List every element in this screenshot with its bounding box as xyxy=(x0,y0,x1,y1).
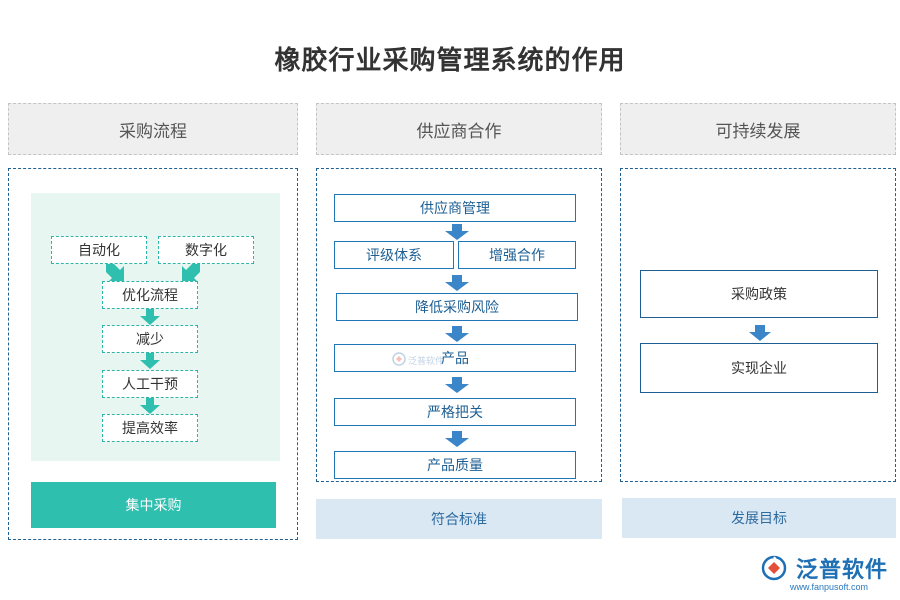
panel-supplier-cooperation xyxy=(316,168,602,482)
arrow-down-teal xyxy=(140,398,160,414)
box-procurement-policy: 采购政策 xyxy=(640,270,878,318)
panel-sustainable-development xyxy=(620,168,896,482)
panel-procurement-process xyxy=(8,168,298,540)
box-supplier-management: 供应商管理 xyxy=(334,194,576,222)
watermark-text: 泛普软件 xyxy=(408,357,445,367)
logo-icon xyxy=(761,555,787,581)
column-header-right: 可持续发展 xyxy=(620,103,896,155)
column-header-middle: 供应商合作 xyxy=(316,103,602,155)
arrow-down-blue xyxy=(445,275,469,291)
watermark-logo-icon xyxy=(392,352,406,366)
arrow-down-blue xyxy=(445,326,469,342)
arrow-automation-to-optimize xyxy=(106,264,124,282)
box-realize-enterprise: 实现企业 xyxy=(640,343,878,393)
arrow-down-blue xyxy=(445,377,469,393)
logo-url-text: www.fanpusoft.com xyxy=(790,582,869,592)
box-improve-efficiency: 提高效率 xyxy=(102,414,198,442)
box-product-quality: 产品质量 xyxy=(334,451,576,479)
box-product: 产品 xyxy=(334,344,576,372)
column-header-left: 采购流程 xyxy=(8,103,298,155)
box-reduce: 减少 xyxy=(102,325,198,353)
box-reduce-risk: 降低采购风险 xyxy=(336,293,578,321)
arrow-down-teal xyxy=(140,353,160,369)
footer-meet-standards: 符合标准 xyxy=(316,499,602,539)
arrow-down-blue xyxy=(445,224,469,240)
box-optimize-process: 优化流程 xyxy=(102,281,198,309)
box-enhance-cooperation: 增强合作 xyxy=(458,241,576,269)
box-strict-control: 严格把关 xyxy=(334,398,576,426)
arrow-down-teal xyxy=(140,309,160,325)
box-automation: 自动化 xyxy=(51,236,147,264)
arrow-digitization-to-optimize xyxy=(182,264,200,282)
footer-centralized-procurement: 集中采购 xyxy=(31,482,276,528)
arrow-down-blue xyxy=(445,431,469,447)
watermark: 泛普软件 xyxy=(392,351,452,367)
box-digitization: 数字化 xyxy=(158,236,254,264)
arrow-down-blue xyxy=(749,325,771,341)
box-rating-system: 评级体系 xyxy=(334,241,454,269)
logo-brand-text: 泛普软件 xyxy=(796,558,889,583)
box-manual-intervention: 人工干预 xyxy=(102,370,198,398)
footer-development-goals: 发展目标 xyxy=(622,498,896,538)
diagram-title: 橡胶行业采购管理系统的作用 xyxy=(274,46,626,76)
company-logo: 泛普软件 www.fanpusoft.com xyxy=(760,552,890,598)
